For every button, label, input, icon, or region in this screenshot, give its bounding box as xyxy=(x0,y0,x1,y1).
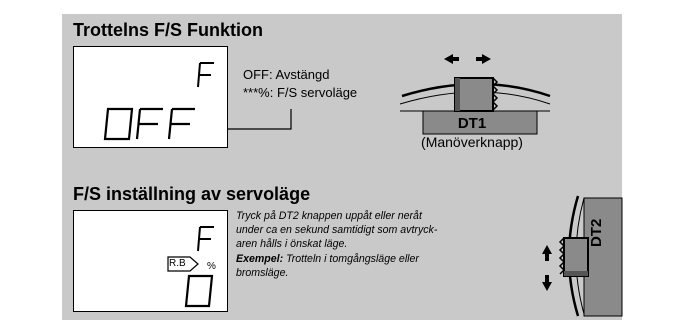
lcd-top-f xyxy=(197,62,214,88)
dt2-knob xyxy=(563,237,589,277)
lcd-digit-o xyxy=(103,107,134,141)
throttle-fs-lcd xyxy=(73,46,228,148)
section1-title: Trottelns F/S Funktion xyxy=(73,20,263,40)
example-line-1: Exempel: Trotteln i tomgångsläge eller xyxy=(236,253,419,267)
legend-connector xyxy=(228,109,292,130)
left-right-arrow-icon xyxy=(444,54,491,64)
section2-title: F/S inställning av servoläge xyxy=(73,184,311,204)
dt1-trim-illustration xyxy=(399,54,551,135)
rb-badge-label: R.B xyxy=(169,258,186,269)
dt2-trim-illustration xyxy=(542,195,623,317)
legend-percent: ***%: F/S servoläge xyxy=(243,85,358,100)
dt1-knob xyxy=(454,77,494,112)
lcd-digit-f2 xyxy=(167,107,195,140)
lcd2-segments xyxy=(167,226,214,308)
example-line-2: bromsläge. xyxy=(236,267,289,279)
example-label: Exempel: xyxy=(236,253,284,265)
dt2-label: DT2 xyxy=(588,218,605,247)
instruction-line-3: aren hålls i önskat läge. xyxy=(236,238,348,250)
instruction-line-2: under ca en sekund samtidigt som avtryck… xyxy=(236,224,438,236)
lcd-segments xyxy=(103,62,214,141)
lcd-digit-f1 xyxy=(135,107,163,140)
up-down-arrow-icon xyxy=(542,245,552,291)
instruction-line-1: Tryck på DT2 knappen uppåt eller neråt xyxy=(236,210,422,222)
example-text-1: Trotteln i tomgångsläge eller xyxy=(286,253,419,265)
percent-sign: % xyxy=(207,261,216,272)
dt1-caption: (Manöverknapp) xyxy=(421,134,523,150)
manual-page: Trottelns F/S Funktion OFF: Avstängd ***… xyxy=(62,14,623,320)
legend-off: OFF: Avstängd xyxy=(243,67,330,82)
dt1-label: DT1 xyxy=(457,115,487,132)
servo-position-lcd: R.B % xyxy=(73,210,228,312)
lcd2-digit-zero xyxy=(184,274,214,308)
rb-badge xyxy=(167,256,199,272)
lcd2-top-f xyxy=(197,226,214,252)
